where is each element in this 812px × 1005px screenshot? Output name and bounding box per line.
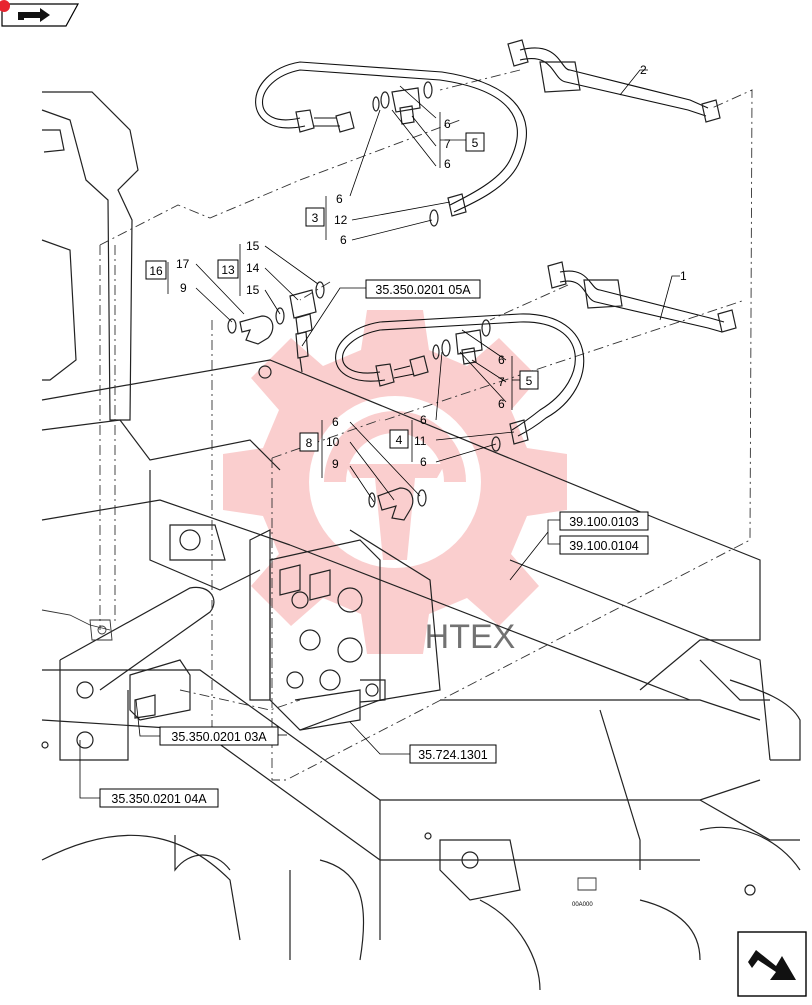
lower-hose-assembly xyxy=(335,261,737,521)
callout-sensor-15b: 15 xyxy=(246,283,260,297)
ref-link-lever-label: 35.350.0201 03A xyxy=(171,730,267,744)
callout-elbow8-6: 6 xyxy=(332,415,339,429)
ref-link-frame-b-label: 39.100.0104 xyxy=(569,539,639,553)
ref-link-sensor-label: 35.350.0201 05A xyxy=(375,283,471,297)
ref-link-sensor[interactable]: 35.350.0201 05A xyxy=(365,279,481,299)
callout-box-4: 4 xyxy=(396,433,403,447)
callout-box-16: 16 xyxy=(149,264,163,278)
callout-upper-6b: 6 xyxy=(444,157,451,171)
callout-lower-6b: 6 xyxy=(498,397,505,411)
watermark-logo: HTEX xyxy=(223,310,567,656)
machine-frame xyxy=(41,91,801,991)
callout-upper-6a: 6 xyxy=(444,117,451,131)
callout-elbow-9: 9 xyxy=(180,281,187,295)
ref-link-frame-a-label: 39.100.0103 xyxy=(569,515,639,529)
back-arrow-icon xyxy=(18,8,50,22)
control-valve-block xyxy=(249,529,441,731)
callout-hose-2: 2 xyxy=(640,63,647,77)
ref-link-frame-b[interactable]: 39.100.0104 xyxy=(559,535,649,555)
forward-arrow-icon xyxy=(748,950,796,980)
callout-hose3-6a: 6 xyxy=(336,192,343,206)
callout-hose4-11: 11 xyxy=(414,434,427,448)
callout-elbow-17: 17 xyxy=(176,257,190,271)
callout-elbow8-9: 9 xyxy=(332,457,339,471)
callout-hose4-6a: 6 xyxy=(420,413,427,427)
status-dot xyxy=(0,0,10,12)
ref-link-frame-a[interactable]: 39.100.0103 xyxy=(559,511,649,531)
forward-nav-button[interactable] xyxy=(737,931,807,997)
callout-box-13: 13 xyxy=(221,263,235,277)
callout-elbow8-10: 10 xyxy=(326,435,340,449)
reference-links: 35.350.0201 05A 39.100.0103 39.100.0104 … xyxy=(99,279,649,808)
callout-upper-7: 7 xyxy=(444,137,451,151)
callout-hose-1: 1 xyxy=(680,269,687,283)
watermark-text: HTEX xyxy=(425,618,516,656)
callout-sensor-15a: 15 xyxy=(246,239,260,253)
callout-hose4-6b: 6 xyxy=(420,455,427,469)
ref-link-lever[interactable]: 35.350.0201 03A xyxy=(159,726,279,746)
ref-link-valve-label: 35.724.1301 xyxy=(418,748,488,762)
callout-hose3-6b: 6 xyxy=(340,233,347,247)
ref-link-valve[interactable]: 35.724.1301 xyxy=(409,744,497,764)
footer-code: 00A000 xyxy=(572,902,593,908)
callout-hose3-12: 12 xyxy=(334,213,348,227)
item-callouts: 2 1 6 7 6 5 6 12 6 3 15 14 15 13 17 9 16… xyxy=(145,63,687,471)
sensor-fitting-group xyxy=(227,281,325,373)
upper-hose-assembly xyxy=(255,39,721,227)
callout-box-upper-5: 5 xyxy=(472,136,479,150)
ref-link-bracket[interactable]: 35.350.0201 04A xyxy=(99,788,219,808)
ref-link-bracket-label: 35.350.0201 04A xyxy=(111,792,207,806)
callout-lower-7: 7 xyxy=(498,375,505,389)
callout-leaders xyxy=(79,69,680,799)
callout-sensor-14: 14 xyxy=(246,261,260,275)
callout-box-3: 3 xyxy=(312,211,319,225)
callout-box-8: 8 xyxy=(306,436,313,450)
back-nav-button[interactable] xyxy=(0,0,80,27)
callout-box-lower-5: 5 xyxy=(526,374,533,388)
callout-lower-6a: 6 xyxy=(498,353,505,367)
